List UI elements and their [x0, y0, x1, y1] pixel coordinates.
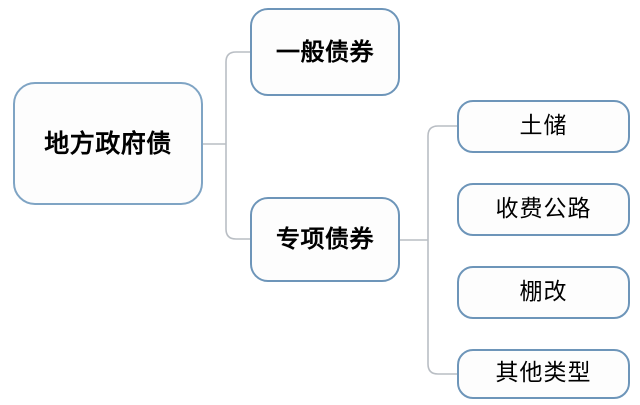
connector-bracket-left [225, 51, 250, 240]
node-land-reserve-label: 土储 [519, 112, 568, 139]
node-general-bond[interactable]: 一般债券 [250, 8, 400, 96]
node-other-types-label: 其他类型 [495, 360, 592, 387]
node-land-reserve[interactable]: 土储 [457, 100, 630, 153]
node-shantytown-label: 棚改 [519, 278, 568, 305]
node-special-bond-label: 专项债券 [276, 225, 374, 254]
node-toll-road-label: 收费公路 [495, 195, 592, 222]
node-toll-road[interactable]: 收费公路 [457, 183, 630, 236]
node-other-types[interactable]: 其他类型 [457, 349, 630, 399]
node-special-bond[interactable]: 专项债券 [250, 197, 400, 282]
connector-bracket-right [427, 125, 457, 375]
node-general-bond-label: 一般债券 [276, 37, 374, 66]
node-shantytown[interactable]: 棚改 [457, 266, 630, 319]
node-root[interactable]: 地方政府债 [13, 82, 203, 205]
node-root-label: 地方政府债 [44, 128, 172, 158]
